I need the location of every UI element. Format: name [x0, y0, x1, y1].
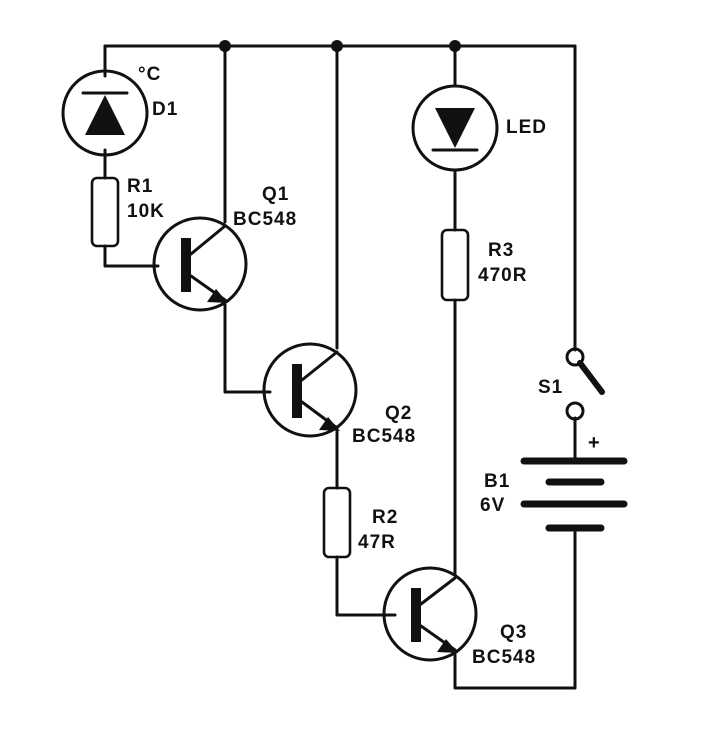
r1-value-label: 10K — [127, 201, 165, 222]
battery-plus-sign: + — [588, 432, 600, 454]
junction-dot — [449, 40, 461, 52]
diode-triangle — [85, 95, 125, 135]
r3-ref-label: R3 — [488, 240, 514, 261]
wires — [103, 44, 577, 690]
r1-q1-base-wire — [103, 244, 160, 268]
d1-symbol-label: °C — [138, 64, 161, 85]
b1-value-label: 6V — [480, 495, 505, 516]
q3-emitter-arrow — [437, 639, 458, 653]
r2-q3-base-wire — [335, 555, 397, 617]
led-ref-label: LED — [506, 117, 547, 138]
q3-transistor: Q3 BC548 — [382, 566, 536, 668]
q3-ref-label: Q3 — [500, 622, 527, 643]
r2-resistor: R2 47R — [322, 486, 398, 559]
q1-ref-label: Q1 — [262, 184, 289, 205]
r1-ref-label: R1 — [127, 176, 153, 197]
r2-ref-label: R2 — [372, 507, 398, 528]
switch-contact-bottom — [565, 401, 585, 421]
junction-dot — [331, 40, 343, 52]
r3-resistor: R3 470R — [440, 228, 527, 302]
q2-type-label: BC548 — [352, 426, 416, 447]
switch-contact-top — [565, 347, 585, 367]
d1-diode: °C D1 — [61, 64, 178, 157]
r2-value-label: 47R — [358, 532, 396, 553]
led-triangle — [435, 108, 475, 148]
r3-value-label: 470R — [478, 265, 527, 286]
s1-ref-label: S1 — [538, 377, 563, 398]
q3-base-bar — [411, 588, 421, 642]
junctions — [219, 40, 461, 52]
led: LED — [411, 84, 547, 172]
s1-switch: S1 — [538, 347, 605, 421]
d1-ref-label: D1 — [152, 99, 178, 120]
b1-battery: + B1 6V — [480, 432, 628, 532]
b1-ref-label: B1 — [484, 471, 510, 492]
q3-type-label: BC548 — [472, 647, 536, 668]
q1-emitter-q2-base-wire — [223, 303, 272, 394]
q1-emitter-arrow — [207, 289, 228, 303]
q1-base-bar — [181, 238, 191, 292]
q2-emitter-arrow — [319, 417, 340, 431]
q2-transistor: Q2 BC548 — [262, 342, 416, 447]
switch-lever — [577, 360, 605, 395]
q1-transistor: Q1 BC548 — [152, 184, 297, 312]
q3-emitter-return-wire — [453, 528, 577, 690]
junction-dot — [219, 40, 231, 52]
q2-base-bar — [292, 364, 302, 418]
q1-type-label: BC548 — [233, 209, 297, 230]
r1-resistor: R1 10K — [90, 176, 165, 248]
q2-ref-label: Q2 — [385, 403, 412, 424]
